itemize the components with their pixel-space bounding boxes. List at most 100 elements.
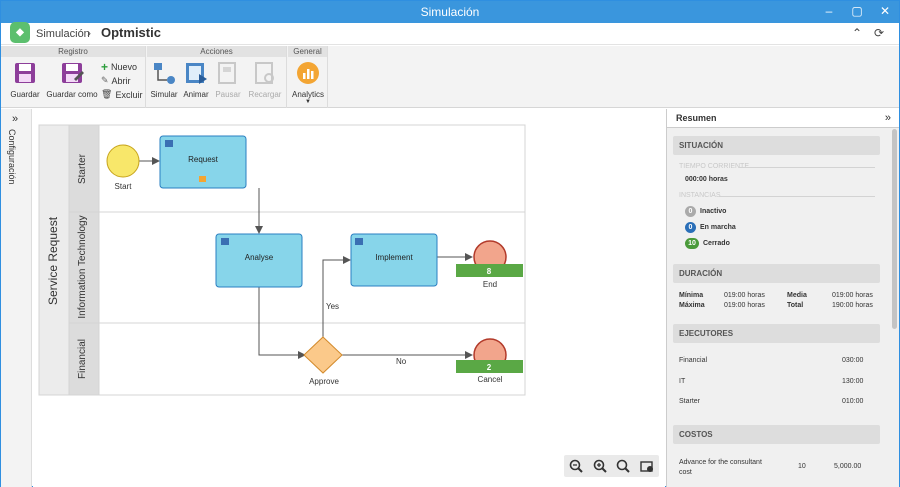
zoom-out-icon[interactable]: [569, 459, 583, 473]
section-costos[interactable]: COSTOS: [673, 425, 880, 444]
task-request-label: Request: [188, 155, 219, 164]
end-label: End: [483, 280, 497, 289]
config-sidebar[interactable]: » Configuración: [1, 109, 32, 487]
minimize-button[interactable]: –: [825, 4, 833, 18]
app-logo-icon: ◆: [10, 22, 30, 43]
minima-label: Mínima: [679, 292, 704, 299]
task-analyse-label: Analyse: [245, 253, 274, 262]
animar-button[interactable]: Animar: [181, 61, 211, 99]
user-task-icon: [165, 140, 173, 147]
config-label: Configuración: [7, 129, 17, 185]
zoom-fit-icon[interactable]: [616, 459, 631, 473]
window-title: Simulación: [420, 5, 480, 19]
instancias-label: INSTANCIAS: [679, 192, 875, 199]
tiempo-corriente-label: TIEMPO CORRIENTE: [679, 163, 875, 170]
section-situacion[interactable]: SITUACIÓN: [673, 136, 880, 155]
lane-header-financial: [68, 322, 100, 396]
pausar-button[interactable]: Pausar: [213, 61, 243, 99]
abrir-button[interactable]: ✎Abrir: [101, 75, 131, 86]
lane-label-starter: Starter: [77, 153, 88, 184]
task-request[interactable]: [159, 135, 247, 189]
guardar-como-label: Guardar como: [46, 90, 98, 99]
abrir-label: Abrir: [111, 75, 131, 86]
minima-value: 019:00 horas: [724, 292, 765, 299]
tiempo-corriente-value: 000:00 horas: [685, 176, 728, 183]
breadcrumb-parent[interactable]: Simulación: [36, 28, 90, 40]
trash-icon: 🗑: [101, 89, 113, 99]
executor-value: 130:00: [842, 378, 864, 385]
start-label: Start: [115, 182, 133, 191]
save-icon: [15, 63, 35, 83]
animate-icon: [186, 63, 207, 84]
page-title: Optmistic: [101, 25, 161, 40]
summary-scrollbar[interactable]: [892, 129, 897, 329]
simular-label: Simular: [150, 90, 178, 99]
recargar-label: Recargar: [248, 90, 282, 99]
group-general-label: General: [288, 46, 327, 57]
close-button[interactable]: ✕: [879, 4, 891, 18]
group-acciones-label: Acciones: [147, 46, 286, 57]
guardar-button[interactable]: Guardar: [7, 61, 43, 99]
open-icon: ✎: [101, 75, 109, 85]
cancel-count-bar: [456, 360, 523, 373]
task-implement[interactable]: [350, 233, 438, 287]
analytics-icon: [297, 62, 319, 84]
end-count-bar: [456, 264, 523, 277]
gateway-approve[interactable]: [303, 336, 343, 374]
excluir-button[interactable]: 🗑Excluir: [101, 89, 142, 100]
summary-title: Resumen: [676, 113, 717, 123]
simular-button[interactable]: Simular: [149, 61, 179, 99]
export-image-icon[interactable]: [640, 459, 654, 473]
expand-chevron-icon[interactable]: »: [12, 113, 19, 125]
cost-item-qty: 10: [798, 463, 806, 470]
section-duracion[interactable]: DURACIÓN: [673, 264, 880, 283]
cancel-label: Cancel: [478, 375, 503, 384]
en-marcha-label: En marcha: [700, 224, 736, 231]
maxima-label: Máxima: [679, 302, 705, 309]
analytics-button[interactable]: Analytics ▼: [290, 61, 326, 105]
recargar-button[interactable]: Recargar: [247, 61, 283, 99]
plus-icon: +: [101, 60, 109, 74]
collapse-chevron-icon[interactable]: »: [884, 112, 891, 124]
status-en-marcha: 0 En marcha: [685, 222, 736, 233]
group-acciones: Acciones Simular Animar Pausar Recargar: [147, 46, 287, 108]
en-marcha-badge: 0: [685, 222, 696, 233]
guardar-como-button[interactable]: Guardar como: [45, 61, 99, 99]
executor-name: Financial: [679, 357, 708, 364]
summary-header: Resumen »: [667, 109, 899, 128]
refresh-icon[interactable]: ⟳: [874, 26, 885, 40]
analytics-label: Analytics: [291, 90, 324, 99]
collapse-up-icon[interactable]: ⌃: [852, 26, 863, 40]
flow-approve-implement: [322, 256, 351, 337]
nuevo-button[interactable]: +Nuevo: [101, 60, 137, 74]
flow-label-no: No: [396, 357, 407, 366]
group-registro-label: Registro: [1, 46, 145, 57]
guardar-label: Guardar: [10, 90, 40, 99]
lane-label-it: Information Technology: [77, 215, 88, 318]
task-implement-label: Implement: [375, 253, 413, 262]
maximize-button[interactable]: ▢: [851, 4, 863, 18]
pausar-label: Pausar: [215, 90, 241, 99]
breadcrumb-chevron-icon: ›: [87, 26, 91, 40]
media-value: 019:00 horas: [832, 292, 873, 299]
task-analyse[interactable]: [215, 233, 303, 288]
save-as-icon: [62, 63, 84, 83]
end-count: 8: [487, 267, 492, 276]
pause-icon: [218, 62, 236, 84]
process-canvas[interactable]: Service Request Starter Information Tech…: [33, 109, 665, 487]
bpmn-diagram: Service Request Starter Information Tech…: [38, 124, 526, 396]
simulate-icon: [154, 63, 175, 84]
executor-name: IT: [679, 378, 686, 385]
section-ejecutores[interactable]: EJECUTORES: [673, 324, 880, 343]
app-header: ◆ Simulación › Optmistic ⌃ ⟳: [1, 22, 899, 45]
zoom-in-icon[interactable]: [593, 459, 607, 473]
cancel-count: 2: [487, 363, 492, 372]
maxima-value: 019:00 horas: [724, 302, 765, 309]
document-icon: [199, 176, 206, 182]
animar-label: Animar: [183, 90, 209, 99]
group-general: General Analytics ▼: [288, 46, 328, 108]
start-event[interactable]: [106, 144, 140, 178]
